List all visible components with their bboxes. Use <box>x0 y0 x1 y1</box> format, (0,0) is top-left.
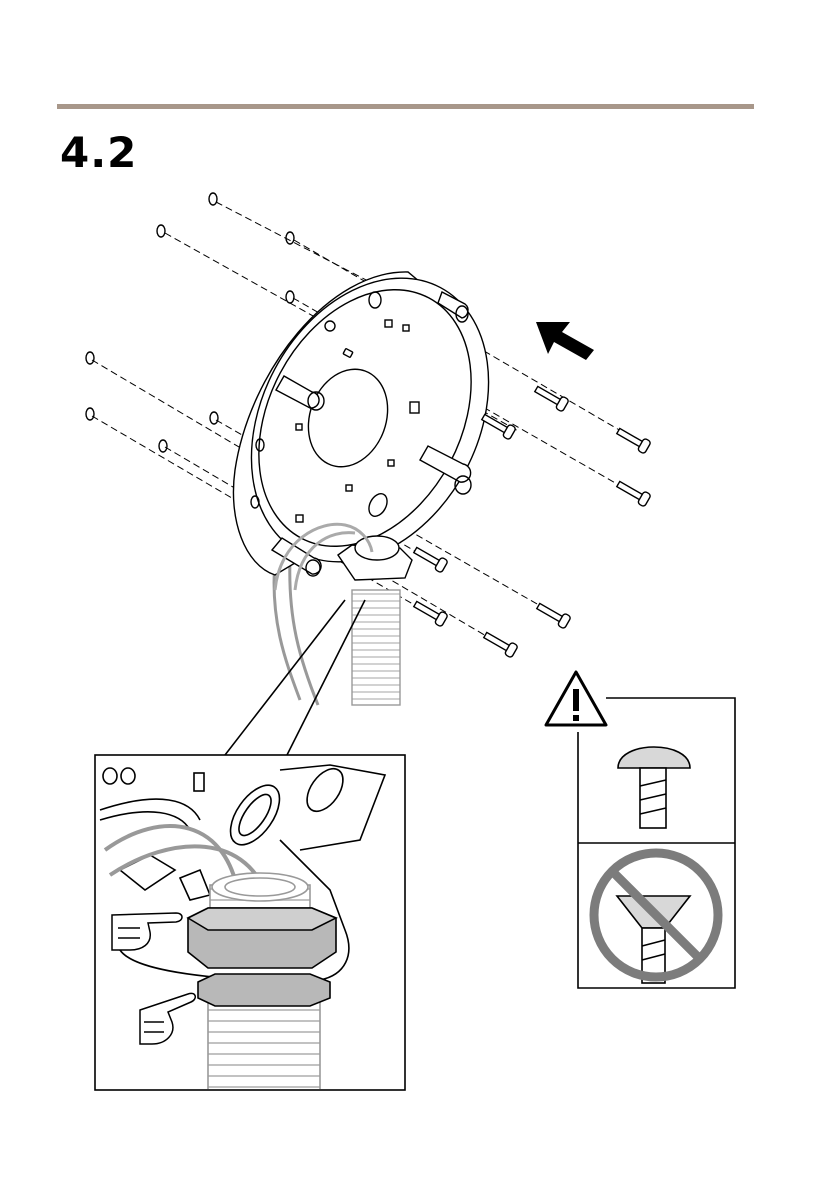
warning-triangle-icon <box>546 672 606 725</box>
mounting-bracket-scene <box>86 193 651 705</box>
conduit-nut-detail <box>95 755 405 1095</box>
round-head-screw-icon <box>618 747 690 828</box>
warning-panel <box>546 672 735 988</box>
arrow-icon <box>536 322 594 360</box>
conduit-pipe <box>274 560 400 705</box>
